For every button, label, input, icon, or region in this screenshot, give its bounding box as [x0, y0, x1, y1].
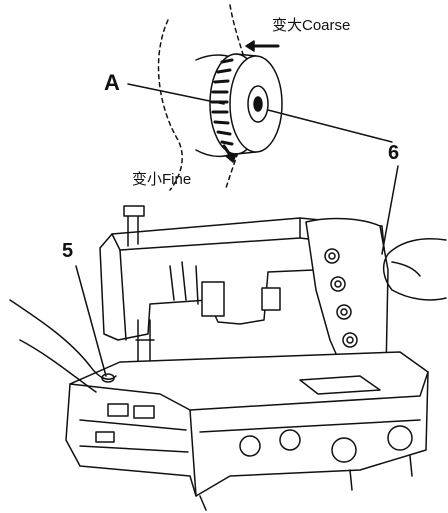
leader-6 [381, 165, 399, 255]
callout-a: A [104, 70, 120, 95]
hand-outline [157, 19, 183, 191]
dial-inset [127, 4, 393, 191]
sewing-machine-icon [9, 165, 447, 511]
leader-6-top [267, 109, 393, 143]
left-hand [9, 299, 117, 380]
stitch-dial-icon [209, 53, 283, 155]
right-hand [382, 238, 447, 301]
callout-5: 5 [62, 240, 74, 262]
leader-5 [75, 265, 107, 377]
fine-label: 变小Fine [132, 171, 192, 188]
leader-a [127, 83, 225, 105]
coarse-label: 变大Coarse [272, 17, 351, 34]
callout-6: 6 [388, 142, 400, 164]
